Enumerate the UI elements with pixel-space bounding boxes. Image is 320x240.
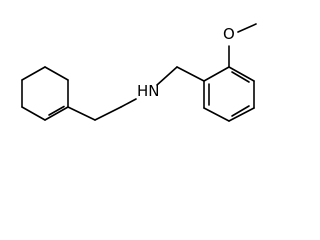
ring-bond-4: [44, 106, 69, 121]
structure-diagram: HN O: [21, 23, 257, 122]
benzene-bond-5: [228, 66, 255, 82]
ring-bond-5: [21, 106, 46, 121]
benzene-double-bond-3: [231, 71, 250, 83]
chain-bond-2: [94, 106, 122, 121]
ring-double-bond-inner: [48, 105, 65, 116]
benzene-ring: [203, 66, 255, 122]
benzyl-bond-1: [156, 66, 178, 86]
cyclohexene-ring: [21, 66, 69, 121]
benzene-bond-3: [228, 107, 255, 122]
chain-bond-3: [120, 98, 137, 108]
ring-bond-1: [21, 66, 46, 81]
methoxy-bond-2: [237, 23, 257, 33]
oxygen-label: O: [223, 25, 235, 43]
benzene-bond-6: [203, 66, 230, 82]
amine-label: HN: [137, 82, 160, 100]
benzyl-bond-2: [176, 66, 205, 82]
benzene-bond-2: [203, 107, 230, 122]
ring-bond-2: [44, 66, 69, 81]
chain-bond-1: [67, 106, 96, 121]
ethyl-chain: [67, 98, 137, 121]
benzene-double-bond-2: [231, 105, 250, 117]
